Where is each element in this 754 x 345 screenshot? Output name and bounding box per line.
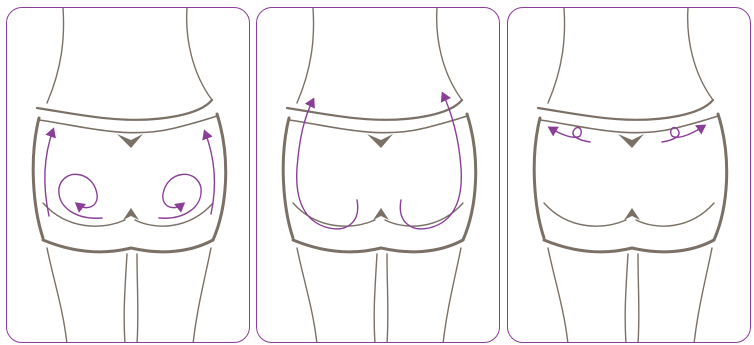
waistband-top: [287, 100, 462, 120]
leg-right-outer: [193, 248, 211, 343]
cleft-top: [367, 134, 393, 148]
leg-left-inner: [124, 254, 127, 343]
waistband-bottom: [289, 116, 467, 133]
leg-right-outer: [694, 248, 712, 343]
panel-3: [507, 7, 751, 343]
crease-right: [135, 203, 213, 226]
torso-right-outline: [437, 8, 462, 100]
torso-left-outline: [297, 8, 314, 103]
leg-left-outer: [47, 248, 67, 343]
loop-arrow-right: [662, 126, 704, 142]
leg-left-inner: [374, 254, 377, 343]
torso-right-outline: [688, 8, 713, 100]
leg-right-inner: [137, 254, 138, 343]
body-illustration-2: [257, 8, 500, 343]
cleft-bottom: [624, 208, 640, 220]
panel-1: [6, 7, 250, 343]
lift-arrow-left: [45, 130, 53, 216]
leg-right-inner: [387, 254, 388, 343]
leg-left-inner: [625, 254, 628, 343]
leg-right-inner: [638, 254, 639, 343]
lift-arrow-right: [205, 132, 214, 214]
hip-left: [283, 118, 293, 238]
waistband-top: [538, 100, 713, 120]
torso-left-outline: [548, 8, 565, 103]
loop-arrow-left: [550, 128, 590, 142]
brief-lower-edge: [544, 240, 714, 252]
panel-2: [256, 7, 500, 343]
brief-lower-edge: [293, 240, 463, 252]
hip-left: [33, 118, 43, 238]
hip-left: [534, 118, 544, 238]
body-illustration-1: [7, 8, 250, 343]
spiral-arrow-left-lower: [59, 174, 102, 218]
leg-right-outer: [443, 248, 461, 343]
spiral-arrow-right-lower: [159, 174, 201, 218]
waistband-bottom: [39, 116, 217, 133]
leg-left-outer: [297, 248, 317, 343]
waistband-bottom: [540, 116, 718, 133]
torso-left-outline: [47, 8, 64, 103]
leg-left-outer: [548, 248, 568, 343]
brief-lower-edge: [43, 240, 213, 252]
torso-right-outline: [187, 8, 212, 100]
cleft-top: [618, 134, 644, 148]
cleft-top: [117, 134, 143, 148]
crease-left: [293, 203, 375, 226]
crease-right: [636, 203, 714, 226]
cleft-bottom: [373, 208, 389, 220]
lift-arrow-left: [297, 100, 358, 229]
crease-left: [43, 203, 125, 226]
hip-right: [714, 114, 727, 240]
crease-left: [544, 203, 626, 226]
body-illustration-3: [508, 8, 751, 343]
cleft-bottom: [123, 208, 139, 220]
hip-right: [463, 114, 476, 240]
waistband-top: [37, 100, 212, 120]
